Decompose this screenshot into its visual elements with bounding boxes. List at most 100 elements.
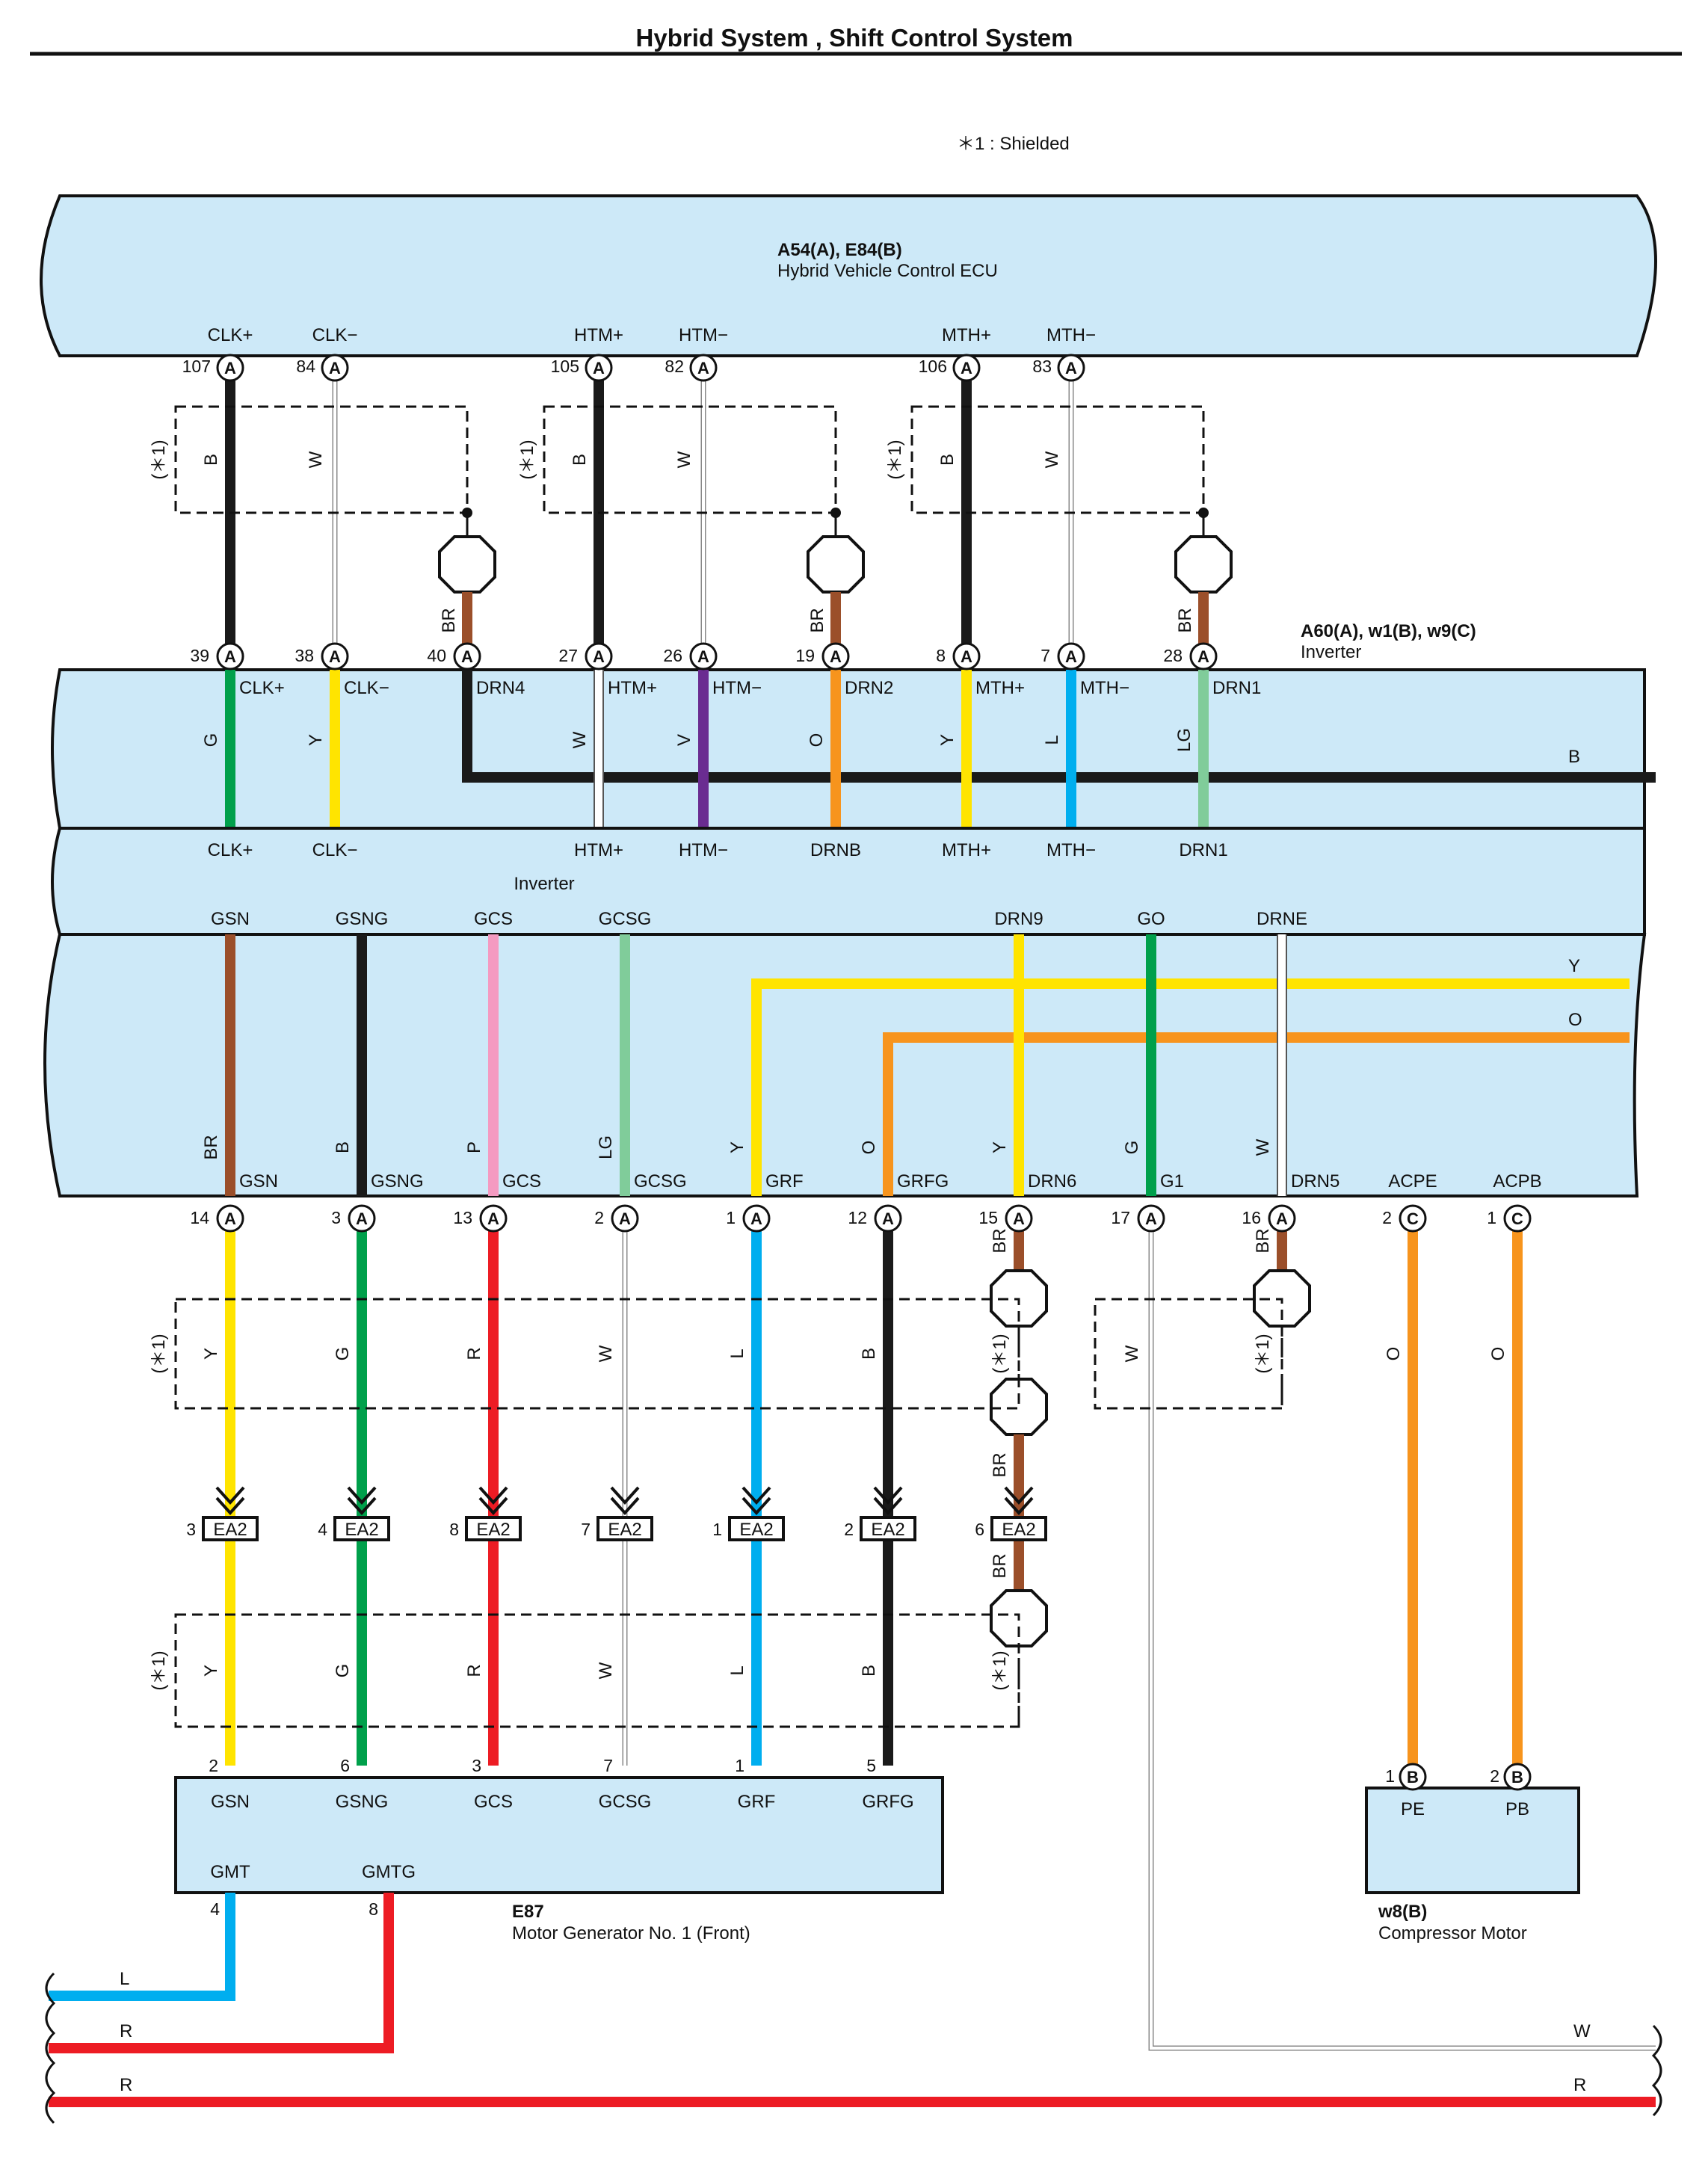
- connector-box: [333, 1516, 390, 1541]
- pin-circle: [1005, 1204, 1033, 1233]
- pin-connector: A: [356, 1209, 368, 1228]
- wire-color-label: W: [1573, 2021, 1591, 2041]
- wire-color-label: BR: [1253, 1228, 1273, 1253]
- pin-circle: [1189, 642, 1218, 671]
- inverter-low-box: [43, 933, 1647, 1197]
- drain-wire-group: BR: [807, 508, 865, 644]
- pin-circle: [1399, 1204, 1427, 1233]
- internal-label: CLK+: [208, 840, 253, 860]
- pin-number: 1: [1487, 1208, 1496, 1227]
- pin-number: 19: [795, 646, 815, 665]
- pin-number: 17: [1111, 1208, 1130, 1227]
- wire-color-label: Y: [727, 1141, 747, 1153]
- ground-point: [807, 535, 865, 594]
- wire-color-label: B: [570, 454, 590, 466]
- pin-circle: [1399, 1763, 1427, 1791]
- shield-junction: [830, 508, 841, 518]
- shield-junction: [1198, 508, 1209, 518]
- wire-r: [49, 1893, 394, 2053]
- pin-number: 2: [844, 1520, 854, 1539]
- pin-label: DRN2: [845, 678, 893, 698]
- wire-color-label: R: [120, 2021, 132, 2041]
- terminal-label: GSN: [239, 1171, 278, 1192]
- wire-color-label: O: [807, 733, 827, 747]
- pin-circle: [1503, 1763, 1532, 1791]
- connector-chevron: [610, 1486, 640, 1515]
- wire-l: [49, 1893, 235, 2001]
- shield-mark: (＊1): [149, 440, 169, 479]
- wire-w-edge: [1148, 1208, 1656, 2051]
- ecu-box: [40, 194, 1657, 357]
- internal-label: GCS: [474, 909, 513, 929]
- connector-label: EA2: [476, 1520, 510, 1540]
- pin-connector: A: [224, 1209, 236, 1228]
- wire-color-label: BR: [990, 1228, 1010, 1253]
- wire-color-label: BR: [1175, 608, 1195, 632]
- shield-box: [174, 405, 469, 514]
- pin-circle: [348, 1204, 376, 1233]
- wire-color-label: BR: [990, 1553, 1010, 1578]
- pin-number: 39: [190, 646, 209, 665]
- terminal-label: GMT: [210, 1862, 250, 1882]
- pin-connector: A: [329, 647, 341, 666]
- pin-number: 6: [975, 1520, 984, 1539]
- terminal-label: GRF: [765, 1171, 804, 1192]
- pin-number: 16: [1242, 1208, 1261, 1227]
- pin-circle: [216, 642, 244, 671]
- pin-circle: [1503, 1204, 1532, 1233]
- connector-box: [860, 1516, 916, 1541]
- internal-label: DRN1: [1179, 840, 1227, 860]
- internal-label: CLK−: [312, 840, 358, 860]
- connector-chevron: [742, 1486, 771, 1515]
- pin-number: 8: [936, 646, 946, 665]
- pin-number: 40: [427, 646, 446, 665]
- shield-mark: (＊1): [990, 1650, 1010, 1690]
- page-title: Hybrid System , Shift Control System: [636, 24, 1073, 52]
- pin-connector: A: [461, 647, 473, 666]
- pin-number: 106: [919, 357, 947, 376]
- pin-connector: A: [1065, 359, 1077, 377]
- pin-number: 4: [318, 1520, 327, 1539]
- pin-number: 8: [369, 1899, 378, 1919]
- pin-number: 6: [340, 1756, 350, 1775]
- wire-color-label: G: [201, 733, 221, 747]
- ecu-pin-label: HTM+: [574, 325, 623, 345]
- pin-number: 3: [472, 1756, 481, 1775]
- ground-point: [1174, 535, 1233, 594]
- pin-label: CLK−: [344, 678, 389, 698]
- pin-number: 84: [296, 357, 315, 376]
- wire-color-label: Y: [201, 1665, 221, 1677]
- wire-color-label: R: [464, 1664, 484, 1677]
- ecu-code: A54(A), E84(B): [777, 240, 902, 260]
- pin-connector: A: [487, 1209, 499, 1228]
- connector-box: [596, 1516, 653, 1541]
- connector-label: EA2: [213, 1520, 247, 1540]
- shield-mark: (＊1): [149, 1334, 169, 1373]
- wire-color-label: L: [120, 1969, 129, 1989]
- pin-circle: [952, 354, 981, 382]
- pin-number: 107: [182, 357, 211, 376]
- wire-color-label: W: [1122, 1345, 1142, 1362]
- terminal-label: GCS: [502, 1171, 541, 1192]
- pin-number: 83: [1032, 357, 1052, 376]
- bus-label: O: [1568, 1010, 1582, 1030]
- shield-note: ＊1 : Shielded: [957, 134, 1070, 154]
- wire-b-bus: [462, 670, 1656, 783]
- connector-label: EA2: [871, 1520, 904, 1540]
- pin-connector: A: [961, 647, 972, 666]
- pin-connector: A: [619, 1209, 631, 1228]
- ea2-connector: EA2 2: [844, 1486, 916, 1541]
- connector-label: EA2: [739, 1520, 773, 1540]
